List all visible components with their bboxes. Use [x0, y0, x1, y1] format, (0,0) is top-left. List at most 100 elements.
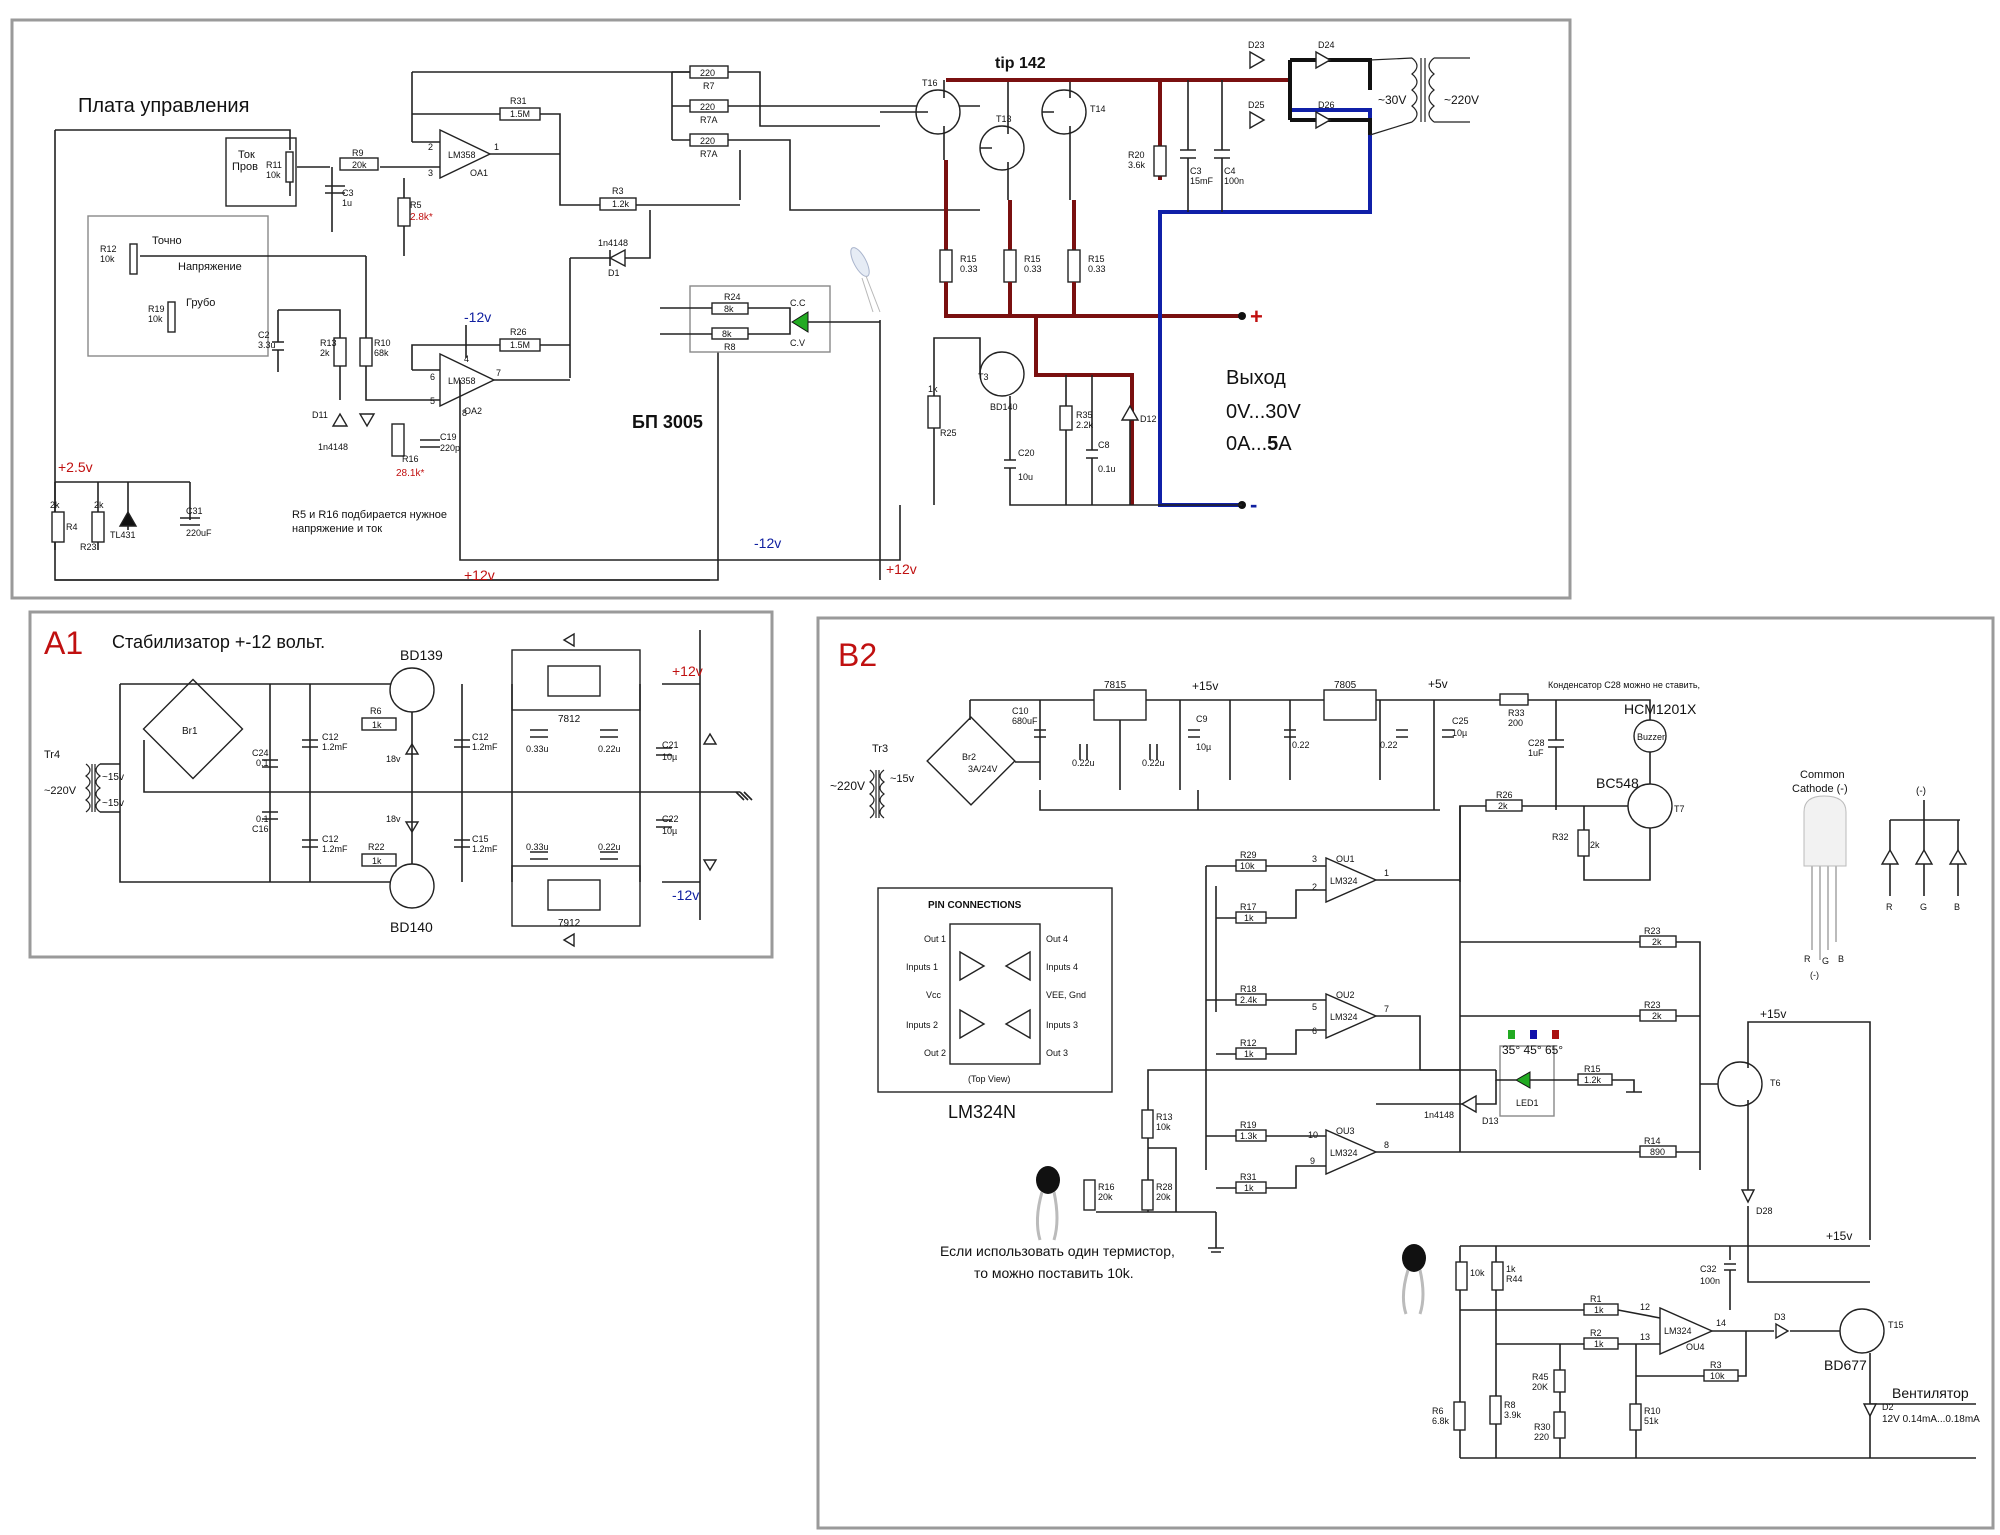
- thermistor-note-2: то можно поставить 10k.: [974, 1265, 1134, 1281]
- a1-mains: ~220V: [44, 785, 77, 797]
- c24-label: C24: [252, 748, 269, 758]
- r5-value: 2.8k*: [410, 212, 433, 223]
- rgb-led-photo-icon: [1803, 795, 1847, 867]
- d2-label: D2: [1882, 1402, 1894, 1412]
- r24-value: 8k: [724, 304, 734, 314]
- c4-value: 100n: [1224, 176, 1244, 186]
- r1-label: R1: [1590, 1294, 1602, 1304]
- r23-resistor: [91, 511, 105, 543]
- r3-label: R3: [612, 186, 624, 196]
- r8-label: R8: [724, 342, 736, 352]
- ac-bus: [1290, 58, 1372, 135]
- d1-type: 1n4148: [598, 238, 628, 248]
- psu-label: БП 3005: [632, 412, 703, 432]
- pinout-out1: Out 1: [924, 934, 946, 944]
- current-box-line1: Ток: [238, 149, 255, 161]
- c4-label: C4: [1224, 166, 1236, 176]
- t15-transistor: [1839, 1308, 1885, 1354]
- r3-resistor: [599, 197, 637, 211]
- d23-label: D23: [1248, 40, 1265, 50]
- r28-thermistor: [1141, 1179, 1154, 1211]
- led-leads: [861, 275, 881, 313]
- main-board-frame: [10, 18, 1572, 600]
- u7912-bypass-diode: [562, 932, 575, 948]
- oa2-pin5: 5: [430, 396, 435, 406]
- r17-label: R17: [1240, 902, 1257, 912]
- c25-value: 10µ: [1452, 728, 1467, 738]
- c10-value: 680uF: [1012, 716, 1038, 726]
- r6-b2-resistor: [1453, 1401, 1466, 1431]
- r23-value: 2k: [94, 500, 104, 510]
- r16-value: 28.1k*: [396, 468, 424, 479]
- u7812-caps: [530, 729, 618, 738]
- r19-b2-value: 1.3k: [1240, 1131, 1258, 1141]
- r10-resistor: [359, 337, 373, 367]
- d11-ref: D11: [312, 410, 328, 420]
- r25-label: R25: [940, 428, 957, 438]
- r4-label: R4: [66, 522, 78, 532]
- d1-ref: D1: [608, 268, 620, 278]
- tr3-label: Tr3: [872, 743, 888, 755]
- b2-plus15-top: +15v: [1192, 679, 1218, 693]
- ac30-label: ~30V: [1378, 93, 1406, 107]
- u7805-c022-out: 0.22: [1380, 740, 1398, 750]
- d12-diode: [1120, 404, 1140, 421]
- a1-zener-wiring: [411, 712, 470, 864]
- c3-label: C3: [342, 188, 354, 198]
- c2-label: C2: [258, 330, 270, 340]
- r11-pot: [285, 151, 294, 183]
- r35-resistor: [1059, 405, 1073, 431]
- r13-value: 2k: [320, 348, 330, 358]
- br1-bridge-icon: [142, 678, 244, 780]
- r9-label: R9: [352, 148, 364, 158]
- r23-b2-value-2: 2k: [1652, 1011, 1662, 1021]
- r8-b2-value: 3.9k: [1504, 1410, 1522, 1420]
- rgb-pin-b: B: [1838, 954, 1844, 964]
- d24-diode: [1315, 50, 1332, 70]
- c31-label: C31: [186, 506, 203, 516]
- current-box-line2: Пров: [232, 161, 258, 173]
- r10-value: 68k: [374, 348, 389, 358]
- r32-label: R32: [1552, 832, 1569, 842]
- pinout-amp3-icon: [1004, 1008, 1031, 1040]
- led-red-swatch: [1552, 1030, 1559, 1039]
- c12-value-1: 1.2mF: [322, 742, 348, 752]
- r7-label: R7: [703, 81, 715, 91]
- r26-value: 1.5M: [510, 340, 530, 350]
- ou2-pin5: 5: [1312, 1002, 1317, 1012]
- ou2-type: LM324: [1330, 1012, 1358, 1022]
- r6-value: 1k: [372, 720, 382, 730]
- rail-minus12-bottom: -12v: [754, 535, 781, 551]
- zener-lower-label: 18v: [386, 814, 401, 824]
- filter-caps: [1180, 80, 1230, 212]
- r23-b2-label-2: R23: [1644, 1000, 1661, 1010]
- r19-b2-label: R19: [1240, 1120, 1257, 1130]
- common-cathode-label-2: Cathode (-): [1792, 783, 1848, 795]
- r16-b2-label: R16: [1098, 1182, 1115, 1192]
- r23-b2-resistor-2: [1639, 1009, 1677, 1022]
- r23-b2-resistor-1: [1639, 935, 1677, 948]
- a1-sec1: ~15v: [102, 772, 124, 783]
- symbol-pin-b: B: [1954, 902, 1960, 912]
- wire-voltage-divider: [140, 255, 420, 401]
- a1-input-caps: [262, 739, 318, 848]
- r22-resistor: [361, 853, 397, 867]
- r30-value: 220: [1534, 1432, 1549, 1442]
- d1-diode: [608, 248, 626, 268]
- r2-resistor: [1583, 1337, 1619, 1350]
- current-set-box: [225, 137, 297, 207]
- c9-capacitor: [1188, 729, 1200, 738]
- a1-protect-diode-bottom: [702, 859, 718, 872]
- br1-label: Br1: [182, 726, 198, 737]
- tr4-label: Tr4: [44, 749, 60, 761]
- r31-resistor: [499, 107, 541, 121]
- r1-value: 1k: [1594, 1305, 1604, 1315]
- b2-tag: B2: [838, 637, 877, 673]
- a1-output-caps: [656, 747, 672, 828]
- c21-value: 10µ: [662, 752, 677, 762]
- pinout-inputs4: Inputs 4: [1046, 962, 1078, 972]
- r12-b2-value: 1k: [1244, 1049, 1254, 1059]
- r6-b2-label: R6: [1432, 1406, 1444, 1416]
- u7805-regulator: [1323, 689, 1377, 721]
- ac220-label: ~220V: [1444, 93, 1479, 107]
